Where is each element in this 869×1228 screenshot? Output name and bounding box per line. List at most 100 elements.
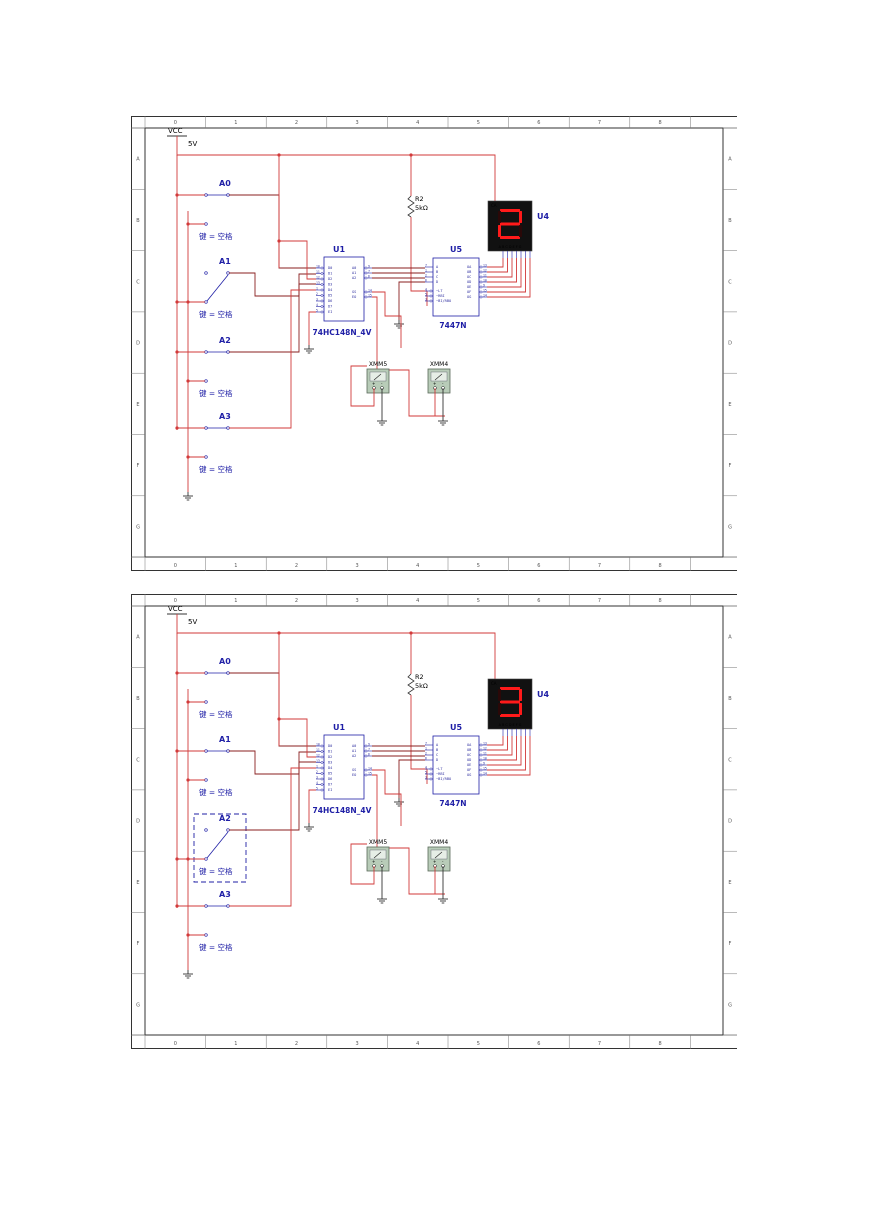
multimeter-xmm4[interactable]: XMM4+- bbox=[427, 361, 451, 394]
encoder-pin-name: D2 bbox=[328, 277, 332, 281]
ruler-row-label: C bbox=[136, 757, 140, 763]
encoder-pin-name: A0 bbox=[352, 744, 356, 748]
multimeter-xmm5[interactable]: XMM5+- bbox=[366, 839, 390, 872]
junction-dot bbox=[186, 222, 190, 226]
encoder-pin-number: 2 bbox=[316, 292, 318, 296]
switch-contact bbox=[204, 828, 208, 832]
decoder-pin-number: 10 bbox=[483, 757, 487, 761]
pin-bubble bbox=[320, 761, 324, 764]
pin-bubble bbox=[320, 266, 324, 270]
ruler-row-label: B bbox=[728, 696, 732, 702]
ground-icon bbox=[438, 895, 448, 904]
decoder-body bbox=[432, 735, 480, 795]
switch-key-label: 键 = 空格 bbox=[199, 942, 233, 952]
ruler-column-label: 0 bbox=[174, 563, 177, 569]
vcc-bus bbox=[177, 632, 496, 679]
segment-f bbox=[498, 689, 501, 701]
encoder-pin-name: D5 bbox=[328, 294, 332, 298]
multimeter-xmm5[interactable]: XMM5+- bbox=[366, 361, 390, 394]
switch-a2[interactable]: A2键 = 空格 bbox=[193, 813, 247, 883]
a1-to-encoder bbox=[229, 272, 316, 297]
decoder-pin-number: 9 bbox=[483, 284, 485, 288]
encoder-pin-number: 11 bbox=[316, 270, 320, 274]
segment-wire bbox=[487, 258, 504, 268]
encoder-pin-number: 6 bbox=[368, 275, 370, 279]
pin-bubble bbox=[320, 744, 324, 748]
switch-key-label: 键 = 空格 bbox=[199, 787, 233, 797]
ruler-column-label: 1 bbox=[234, 1041, 237, 1047]
pin-bubble bbox=[364, 266, 368, 270]
ruler-row-label: A bbox=[136, 157, 140, 163]
ground-icon bbox=[377, 895, 387, 904]
ruler-row-label: G bbox=[728, 524, 732, 530]
pin-bubble bbox=[429, 767, 433, 771]
switch-key-label: 键 = 空格 bbox=[199, 866, 233, 876]
ruler-column-label: 5 bbox=[477, 598, 480, 604]
segment-wire bbox=[487, 258, 508, 273]
switch-a0[interactable]: A0键 = 空格 bbox=[199, 657, 233, 719]
display-segment-labels: A B C D E F G bbox=[499, 723, 522, 727]
switch-label: A1 bbox=[219, 257, 231, 266]
segment-d bbox=[500, 236, 520, 239]
segment-g bbox=[500, 700, 520, 704]
decoder-part: 7447N bbox=[439, 799, 466, 808]
pin-bubble bbox=[320, 772, 324, 775]
encoder-ref: U1 bbox=[333, 245, 345, 254]
encoder-pin-name: D7 bbox=[328, 783, 332, 787]
eo-to-meter bbox=[372, 774, 445, 895]
encoder-pin-number: 7 bbox=[368, 748, 370, 752]
pin-bubble bbox=[320, 783, 324, 786]
junction-dot bbox=[186, 857, 190, 861]
decoder-pin-number: 12 bbox=[483, 269, 487, 273]
ruler-row-label: D bbox=[136, 341, 140, 347]
switch-label: A3 bbox=[219, 890, 231, 899]
encoder-pin-name: D3 bbox=[328, 761, 332, 765]
ruler-column-label: 5 bbox=[477, 563, 480, 569]
decoder-pin-name: OF bbox=[467, 768, 471, 772]
display-corner-label: CA bbox=[491, 203, 497, 208]
pin-bubble bbox=[320, 755, 324, 759]
encoder-pin-number: 4 bbox=[316, 781, 318, 785]
ruler-column-label: 3 bbox=[356, 563, 359, 569]
decoder-pin-name: ~RBI bbox=[436, 772, 445, 776]
junction-dot bbox=[175, 671, 179, 675]
junction-dot bbox=[175, 426, 179, 430]
display-corner-label: CA bbox=[491, 681, 497, 686]
frame-border bbox=[131, 594, 737, 1049]
switch-key-label: 键 = 空格 bbox=[199, 709, 233, 719]
pin-bubble bbox=[320, 305, 324, 308]
ruler-column-label: 4 bbox=[416, 563, 419, 569]
a3-to-encoder bbox=[229, 767, 316, 907]
ruler-column-label: 7 bbox=[598, 598, 601, 604]
ruler-row-label: C bbox=[728, 757, 732, 763]
junction-dot bbox=[186, 455, 190, 459]
segment-c bbox=[519, 225, 522, 237]
encoder-pin-name: D6 bbox=[328, 299, 332, 303]
decoder-pin-number: 9 bbox=[483, 762, 485, 766]
encoder-pin-name: GS bbox=[352, 768, 356, 772]
junction-dot bbox=[175, 904, 179, 908]
decoder-pin-number: 14 bbox=[483, 294, 487, 298]
ruler-row-label: F bbox=[137, 463, 140, 469]
decoder-ref: U5 bbox=[450, 245, 462, 254]
decoder-pin-number: 1 bbox=[425, 747, 427, 751]
pin-bubble bbox=[364, 768, 368, 772]
pin-bubble bbox=[320, 788, 324, 792]
junction-dot bbox=[186, 379, 190, 383]
encoder-pin-number: 3 bbox=[316, 298, 318, 302]
segment-wire bbox=[487, 736, 522, 766]
display-ref: U4 bbox=[537, 690, 549, 699]
ruler-row-label: E bbox=[136, 880, 139, 886]
junction-dot bbox=[186, 933, 190, 937]
multimeter-xmm4[interactable]: XMM4+- bbox=[427, 839, 451, 872]
meter-ref: XMM4 bbox=[430, 361, 448, 368]
encoder-pin-name: GS bbox=[352, 290, 356, 294]
encoder-pin-number: 9 bbox=[368, 265, 370, 269]
encoder-pin-name: D3 bbox=[328, 283, 332, 287]
ruler-row-label: E bbox=[728, 402, 731, 408]
resistor-ref: R2 bbox=[415, 673, 424, 681]
encoder-pin-name: A2 bbox=[352, 754, 356, 758]
decoder-pin-number: 5 bbox=[425, 293, 427, 297]
decoder-pin-number: 12 bbox=[483, 747, 487, 751]
